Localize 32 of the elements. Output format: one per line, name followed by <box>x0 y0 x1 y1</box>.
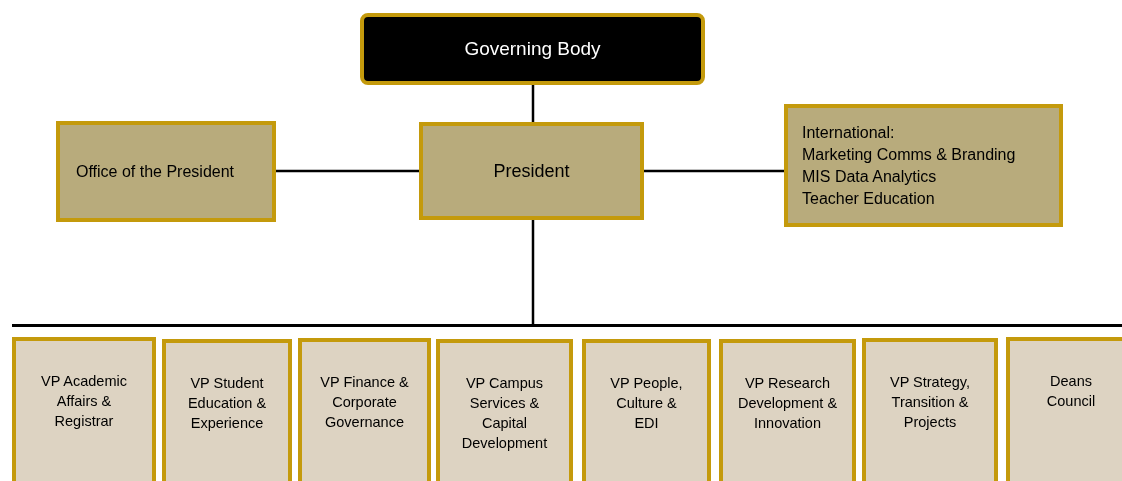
label: Office of the President <box>76 161 234 182</box>
department-list-box <box>784 104 1063 227</box>
connector-line <box>276 169 419 173</box>
label: VP Academic Affairs & Registrar <box>40 372 128 431</box>
connector-line <box>531 85 535 122</box>
label: Teacher Education <box>802 189 935 209</box>
label: VP Campus Services & Capital Development <box>460 374 549 453</box>
heading: International: <box>802 123 895 143</box>
vp-box <box>1006 337 1122 481</box>
governing-body-box <box>360 13 705 85</box>
label: VP Student Education & Experience <box>186 374 268 433</box>
label: Deans Council <box>1045 372 1097 411</box>
label: President <box>493 161 570 181</box>
vp-box <box>719 339 856 481</box>
vp-box <box>862 338 998 481</box>
connector-line <box>531 220 535 324</box>
label: VP Strategy, Transition & Projects <box>888 373 972 432</box>
label: Governing Body <box>464 39 601 59</box>
label: MIS Data Analytics <box>802 167 937 187</box>
vp-box <box>298 338 431 481</box>
vp-box <box>436 339 573 481</box>
president-box <box>419 122 644 220</box>
connector-line <box>644 169 784 173</box>
label: VP People, Culture & EDI <box>609 374 684 433</box>
label: VP Finance & Corporate Governance <box>319 373 410 432</box>
vp-box <box>582 339 711 481</box>
horizontal-bar <box>12 324 1122 327</box>
label: VP Research Development & Innovation <box>737 374 838 433</box>
vp-box <box>162 339 292 481</box>
vp-box <box>12 337 156 481</box>
label: Marketing Comms & Branding <box>802 145 1016 165</box>
office-box <box>56 121 276 222</box>
